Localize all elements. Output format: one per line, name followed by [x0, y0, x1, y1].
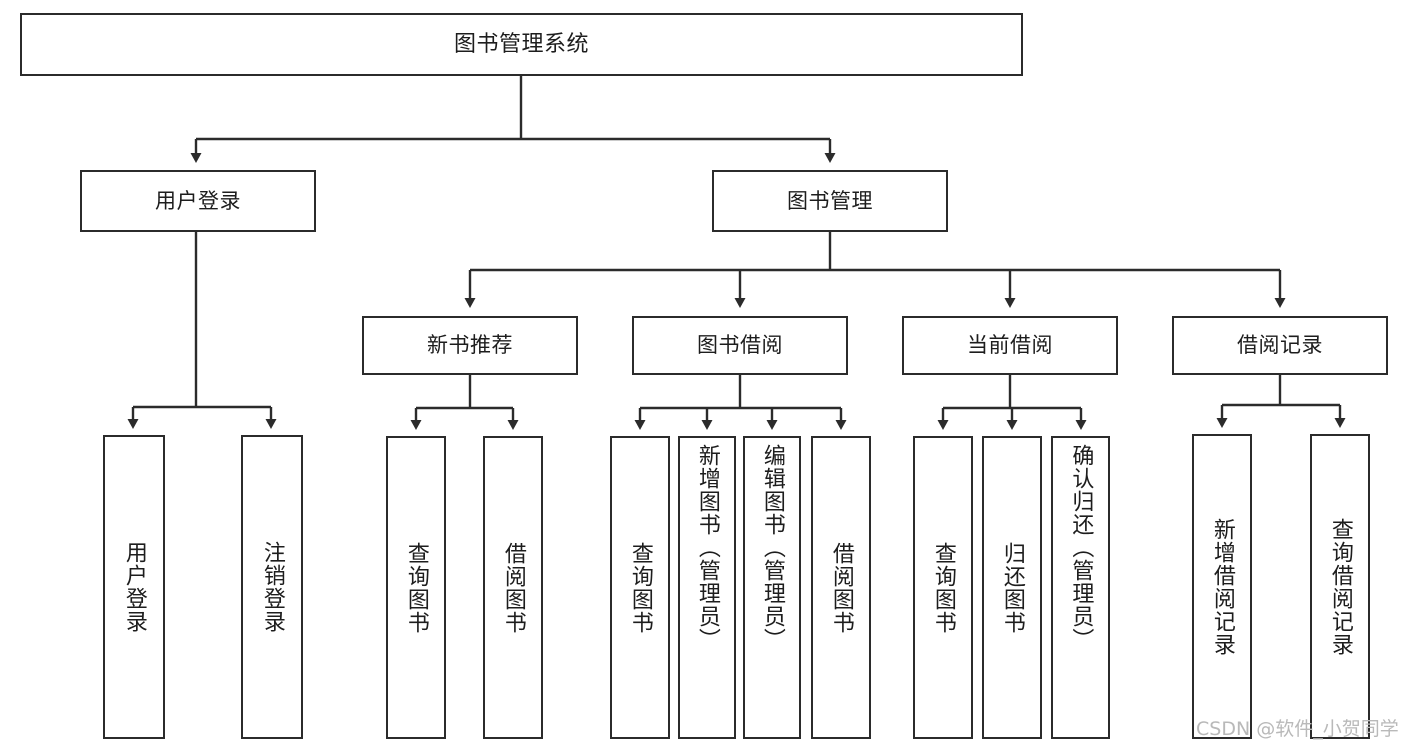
node-borrow-record[interactable]: 借阅记录: [1172, 316, 1388, 375]
node-leaf-query-book-3-label: 查询图书: [930, 541, 956, 634]
csdn-watermark: CSDN @软件_小贺同学: [1196, 718, 1399, 740]
node-leaf-borrow-book-1-label: 借阅图书: [500, 541, 526, 634]
node-leaf-borrow-book-1[interactable]: 借阅图书: [483, 436, 543, 739]
node-user-login-label: 用户登录: [155, 188, 241, 213]
node-leaf-logout-label: 注销登录: [259, 541, 285, 633]
node-leaf-edit-book[interactable]: 编辑图书（管理员）: [743, 436, 801, 739]
node-book-borrow-label: 图书借阅: [697, 333, 783, 358]
node-leaf-borrow-book-2-label: 借阅图书: [828, 541, 854, 634]
node-leaf-query-record[interactable]: 查询借阅记录: [1310, 434, 1370, 739]
node-leaf-add-book-label: 新增图书（管理员）: [694, 444, 720, 651]
node-leaf-confirm-return-label: 确认归还（管理员）: [1068, 444, 1094, 651]
node-leaf-return-book[interactable]: 归还图书: [982, 436, 1042, 739]
node-leaf-confirm-return[interactable]: 确认归还（管理员）: [1051, 436, 1110, 739]
node-leaf-query-book-2[interactable]: 查询图书: [610, 436, 670, 739]
node-borrow-record-label: 借阅记录: [1237, 333, 1323, 358]
node-book-manage[interactable]: 图书管理: [712, 170, 948, 232]
node-leaf-logout[interactable]: 注销登录: [241, 435, 303, 739]
node-leaf-add-record-label: 新增借阅记录: [1209, 517, 1235, 656]
node-root-label: 图书管理系统: [453, 31, 589, 57]
node-leaf-user-login-label: 用户登录: [121, 541, 147, 633]
node-leaf-add-book[interactable]: 新增图书（管理员）: [678, 436, 736, 739]
node-leaf-query-book-1-label: 查询图书: [403, 541, 429, 634]
node-user-login[interactable]: 用户登录: [80, 170, 316, 232]
node-new-book-recommend-label: 新书推荐: [427, 333, 513, 358]
node-book-manage-label: 图书管理: [787, 188, 873, 213]
node-leaf-query-book-3[interactable]: 查询图书: [913, 436, 973, 739]
node-root[interactable]: 图书管理系统: [20, 13, 1023, 76]
node-leaf-return-book-label: 归还图书: [999, 541, 1025, 634]
node-current-borrow-label: 当前借阅: [967, 333, 1053, 358]
node-leaf-query-book-2-label: 查询图书: [627, 541, 653, 634]
node-leaf-user-login[interactable]: 用户登录: [103, 435, 165, 739]
node-leaf-add-record[interactable]: 新增借阅记录: [1192, 434, 1252, 739]
node-leaf-query-book-1[interactable]: 查询图书: [386, 436, 446, 739]
node-new-book-recommend[interactable]: 新书推荐: [362, 316, 578, 375]
node-leaf-edit-book-label: 编辑图书（管理员）: [759, 444, 785, 651]
node-leaf-borrow-book-2[interactable]: 借阅图书: [811, 436, 871, 739]
node-current-borrow[interactable]: 当前借阅: [902, 316, 1118, 375]
node-book-borrow[interactable]: 图书借阅: [632, 316, 848, 375]
node-leaf-query-record-label: 查询借阅记录: [1327, 517, 1353, 656]
